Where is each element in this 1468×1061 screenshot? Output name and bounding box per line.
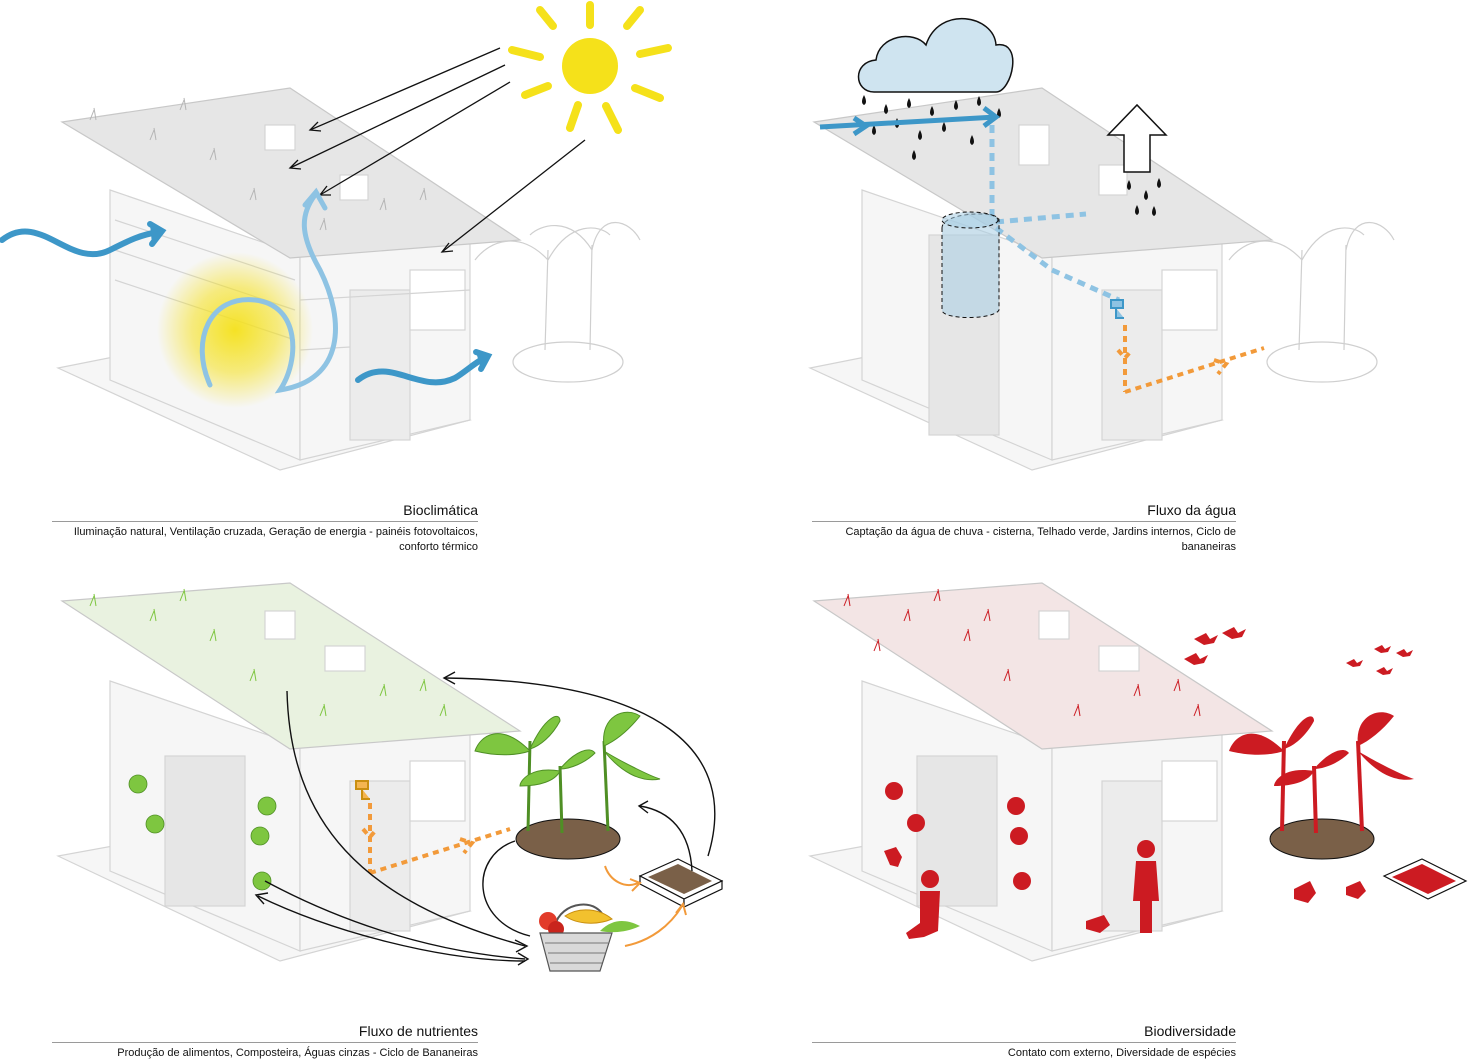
panel-biodiversidade: Biodiversidade Contato com externo, Dive… [734,521,1468,1059]
house-diagram-biodiversity [808,582,1468,962]
compost-bin-icon [1382,858,1468,900]
faucet-icon [355,780,370,800]
caption-divider [52,521,478,522]
wind-flow-arrow-icon [199,187,338,394]
house [808,582,1274,962]
evaporation-arrow-icon [1106,103,1168,173]
cycle-arrow-icon [254,671,716,966]
panel-description: Contato com externo, Diversidade de espé… [1007,1047,1236,1059]
greywater-flow-icon [361,803,511,875]
compost-flow-arrow-icon [604,865,687,947]
house-diagram-nutrients [56,582,724,972]
animal-icon [884,847,1366,933]
fruit-basket-icon [539,903,640,972]
panel-title: Fluxo da água [1147,502,1236,518]
panel-fluxo-de-nutrientes: Fluxo de nutrientes Produção de alimento… [0,521,734,1059]
panel-fluxo-da-agua: Fluxo da água Captação da água de chuva … [734,0,1468,553]
sunlight-ray-icon [288,47,586,253]
panel-title: Biodiversidade [1144,1023,1236,1039]
wind-flow-arrow-icon [0,221,493,386]
water-flow-arrow-icon [819,106,1001,137]
cistern-icon [941,211,1000,318]
wall-plant-icon [128,774,277,891]
sun-icon [508,1,672,134]
panel-description: Iluminação natural, Ventilação cruzada, … [73,526,478,553]
rain-cloud-icon [857,18,1014,93]
warm-glow-icon [157,252,313,408]
house [808,87,1274,471]
caption-divider [812,521,1236,522]
caption-divider [812,1042,1236,1043]
banana-tree-outline-icon [1228,221,1395,383]
bird-icon [1184,627,1413,675]
green-roof [89,588,447,717]
greywater-flow-icon [1116,325,1265,394]
panel-description: Captação da água de chuva - cisterna, Te… [845,526,1236,553]
red-plant-roof [843,588,1201,717]
panel-title: Fluxo de nutrientes [358,1023,478,1039]
red-plant-icon [885,782,1031,890]
compost-bin-icon [638,858,724,908]
panel-bioclimatica: Bioclimática Iluminação natural, Ventila… [0,0,734,553]
green-roof [89,97,427,231]
house [56,582,522,962]
panel-description: Produção de alimentos, Composteira, Água… [117,1047,478,1059]
panel-title: Bioclimática [403,502,478,518]
person-icon [906,840,1159,939]
water-flow-dashed-icon [989,125,1121,303]
caption-divider [52,1042,478,1043]
banana-tree-icon [474,711,661,860]
faucet-icon [1110,299,1124,319]
banana-tree-outline-icon [474,221,641,383]
banana-tree-icon [1229,712,1414,860]
house-diagram-water [808,18,1395,471]
house-diagram-bioclimatic [0,1,672,471]
